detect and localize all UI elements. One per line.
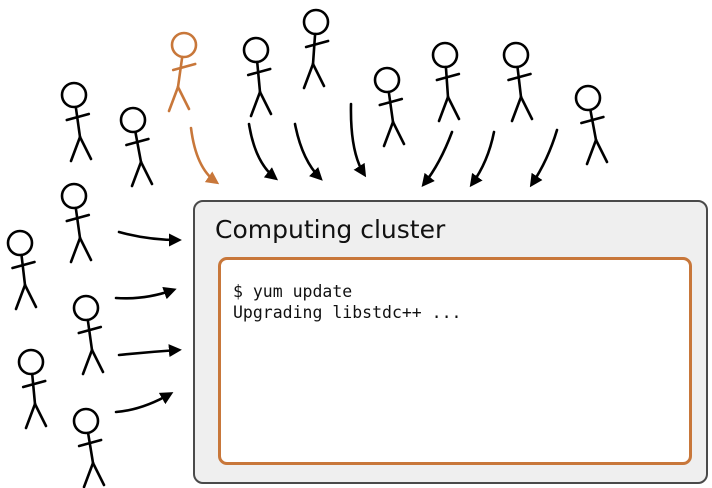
computing-cluster-box: Computing cluster $ yum update Upgrading… (193, 200, 708, 484)
arrow (349, 102, 367, 178)
person-icon (574, 84, 609, 166)
cluster-title: Computing cluster (215, 215, 446, 244)
arrow (117, 344, 182, 358)
person-icon (431, 41, 461, 123)
person-icon (119, 106, 154, 188)
person-icon (72, 407, 106, 488)
terminal-window: $ yum update Upgrading libstdc++ ... (218, 257, 692, 465)
terminal-line-command: $ yum update (233, 282, 353, 301)
arrow (421, 130, 454, 188)
arrow (469, 130, 496, 188)
person-icon (60, 81, 93, 163)
person-icon (373, 66, 406, 148)
person-icon (242, 36, 273, 118)
highlighted-person-icon (167, 31, 198, 113)
person-icon (60, 182, 93, 264)
person-icon (17, 348, 48, 430)
highlighted-arrow (189, 126, 220, 185)
arrow (114, 392, 174, 414)
person-icon (302, 8, 330, 90)
arrow (247, 122, 279, 181)
person-icon (502, 41, 534, 123)
arrow (117, 230, 182, 247)
terminal-line-output: Upgrading libstdc++ ... (233, 303, 462, 322)
person-icon (6, 229, 38, 311)
arrow (293, 122, 323, 181)
arrow (529, 128, 559, 188)
arrow (114, 286, 177, 300)
person-icon (72, 294, 105, 376)
